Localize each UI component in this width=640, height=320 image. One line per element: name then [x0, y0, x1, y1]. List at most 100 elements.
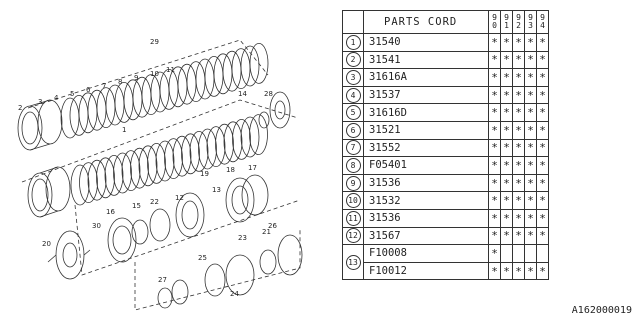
part-code: 31567 — [363, 226, 489, 246]
clutch-plate — [155, 140, 175, 182]
planetary-set — [131, 174, 269, 245]
ref-number-cell: 10 — [342, 191, 364, 210]
year-mark: * — [500, 208, 513, 228]
dash-line-middle — [21, 99, 299, 183]
year-mark: * — [536, 208, 549, 228]
year-mark: * — [488, 33, 501, 52]
ref-number: 8 — [345, 157, 361, 173]
part-code: 31541 — [363, 50, 489, 70]
ref-number: 4 — [345, 87, 361, 103]
clutch-plate — [138, 145, 158, 187]
year-mark: * — [512, 33, 525, 52]
callout-label: 23 — [238, 234, 247, 242]
part-code: 31540 — [363, 33, 489, 52]
year-mark: * — [536, 191, 549, 210]
ref-number-cell: 3 — [342, 68, 364, 87]
year-mark: * — [488, 156, 501, 175]
year-mark: * — [500, 156, 513, 175]
housing-21 — [47, 230, 91, 280]
clutch-plate — [113, 152, 132, 194]
ref-number-cell: 5 — [342, 103, 364, 122]
year-mark: * — [500, 173, 513, 193]
part-code: 31616D — [363, 103, 489, 122]
year-mark: * — [536, 261, 549, 281]
callout-label: 22 — [150, 198, 159, 206]
upper-gear-28 — [269, 91, 291, 129]
year-mark: * — [524, 138, 537, 158]
year-mark: * — [488, 50, 501, 70]
callout-label: 13 — [212, 186, 221, 194]
header-num-cell — [342, 10, 364, 34]
year-mark: * — [536, 68, 549, 87]
callout-label: 18 — [226, 166, 235, 174]
callout-label: 26 — [268, 222, 277, 230]
callout-label: 10 — [150, 70, 159, 78]
dash-line-bottom — [134, 230, 301, 311]
ref-number-cell: 12 — [342, 226, 364, 246]
year-mark — [500, 244, 513, 263]
bottom-gear-set — [157, 234, 303, 309]
clutch-plate — [232, 118, 251, 160]
year-mark: * — [524, 208, 537, 228]
dash-line-lower — [74, 199, 301, 276]
ref-number: 5 — [345, 105, 361, 121]
diagram-reference-code: A162000019 — [571, 305, 632, 316]
table-row: F10012***** — [343, 261, 549, 281]
callout-label: 8 — [118, 78, 122, 86]
middle-clutch-plates — [70, 114, 268, 206]
part-code: 31537 — [363, 85, 489, 105]
year-mark: * — [500, 33, 513, 52]
year-mark: * — [500, 138, 513, 158]
clutch-plate — [240, 45, 260, 87]
callout-label: 5 — [70, 90, 74, 98]
callout-label: 16 — [106, 208, 115, 216]
ref-number: 11 — [345, 210, 361, 226]
year-mark: * — [512, 191, 525, 210]
year-mark: * — [488, 120, 501, 140]
year-mark: * — [488, 138, 501, 158]
callout-label: 11 — [166, 66, 175, 74]
clutch-plate — [96, 157, 115, 199]
year-mark — [524, 244, 537, 263]
year-mark: * — [536, 120, 549, 140]
year-mark: * — [524, 173, 537, 193]
year-mark: * — [512, 120, 525, 140]
callout-label: 27 — [158, 276, 167, 284]
ref-number-cell: 4 — [342, 85, 364, 105]
callout-label: 15 — [132, 202, 141, 210]
clutch-plate — [249, 114, 268, 156]
year-mark: * — [524, 226, 537, 246]
callout-label: 21 — [262, 228, 271, 236]
year-mark: * — [524, 50, 537, 70]
part-code: 31616A — [363, 68, 489, 87]
year-mark: * — [500, 120, 513, 140]
part-code: 31552 — [363, 138, 489, 158]
year-mark: * — [512, 85, 525, 105]
ref-number: 6 — [345, 122, 361, 138]
ref-number: 3 — [345, 69, 361, 85]
callout-label: 19 — [200, 170, 209, 178]
part-code: 31536 — [363, 208, 489, 228]
upper-clutch-drum — [17, 99, 63, 151]
callout-label: 14 — [238, 90, 247, 98]
callout-label: 12 — [175, 194, 184, 202]
callout-label: 24 — [230, 290, 239, 298]
ref-number: 2 — [345, 52, 361, 68]
year-mark: * — [524, 103, 537, 122]
clutch-plate — [70, 164, 90, 206]
year-mark: * — [488, 103, 501, 122]
clutch-plate — [206, 126, 226, 168]
header-parts-cord: PARTS CORD — [363, 10, 489, 34]
